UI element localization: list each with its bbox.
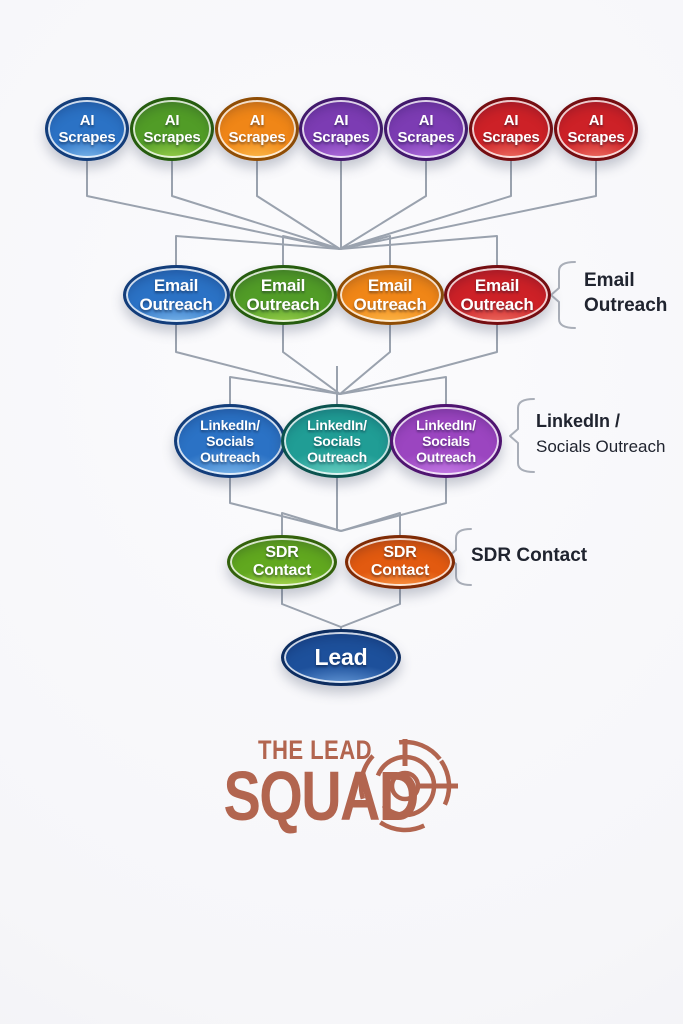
node-label-line: AI (79, 112, 95, 129)
linkedin-bracket-label: LinkedIn / Socials Outreach (536, 408, 665, 460)
node-label-line: Email (260, 276, 306, 295)
node-label-line: Socials (313, 433, 361, 449)
node-lead-1: Lead (281, 628, 401, 686)
connectors-row2-row3 (175, 325, 498, 404)
connectors-row3-row4 (229, 478, 447, 535)
linkedin-bracket-brace (509, 398, 535, 473)
node-label-line: Outreach (139, 295, 213, 314)
node-label-line: Contact (252, 562, 312, 579)
node-label-line: Socials (422, 433, 470, 449)
linkedin-bracket-label-line1: LinkedIn / (536, 411, 621, 431)
node-label-line: AI (503, 112, 519, 129)
node-label-line: Scrapes (567, 129, 625, 146)
node-label-line: LinkedIn/ (307, 417, 367, 433)
node-label-line: Scrapes (143, 129, 201, 146)
node-label-line: Outreach (307, 449, 367, 465)
node-label-line: Socials (206, 433, 254, 449)
connectors-row1-row2 (86, 161, 597, 265)
sdr-bracket-label: SDR Contact (471, 545, 587, 567)
email-bracket-brace (550, 261, 576, 329)
node-label-line: SDR (265, 544, 299, 561)
node-label-line: Outreach (246, 295, 320, 314)
node-label-line: Email (367, 276, 413, 295)
node-label-line: SDR (383, 544, 417, 561)
node-label-line: AI (164, 112, 180, 129)
node-label-line: Email (153, 276, 199, 295)
email-bracket-label-line1: Email (584, 270, 635, 291)
node-label-line: Contact (370, 562, 430, 579)
sdr-bracket-label-line1: SDR Contact (471, 545, 588, 566)
node-label-line: LinkedIn/ (416, 417, 476, 433)
connectors-row4-lead (281, 589, 401, 630)
logo-the-lead-text: THE LEAD (258, 735, 372, 765)
node-label-line: Scrapes (58, 129, 116, 146)
node-label-line: Outreach (416, 449, 476, 465)
node-label-line: AI (333, 112, 349, 129)
logo-squad-text: SQUAD (223, 757, 420, 835)
linkedin-bracket-label-line2: Socials Outreach (536, 437, 666, 456)
node-label-line: Outreach (353, 295, 427, 314)
node-label-line: AI (418, 112, 434, 129)
node-label-line: Email (474, 276, 520, 295)
email-bracket-label: Email Outreach (584, 268, 667, 318)
node-label-line: Scrapes (228, 129, 286, 146)
node-label-line: LinkedIn/ (200, 417, 260, 433)
node-label-line: Scrapes (397, 129, 455, 146)
node-label-line: AI (249, 112, 265, 129)
crosshair-target-icon (358, 739, 458, 833)
node-label-line: Scrapes (482, 129, 540, 146)
node-label-line: Outreach (460, 295, 534, 314)
node-label-line: Outreach (200, 449, 260, 465)
email-bracket-label-line2: Outreach (584, 295, 668, 316)
node-label-line: Lead (314, 643, 368, 670)
node-label-line: Scrapes (312, 129, 370, 146)
node-label-line: AI (588, 112, 604, 129)
